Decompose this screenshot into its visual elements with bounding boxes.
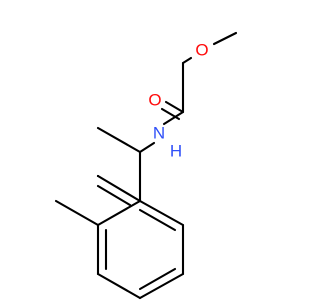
bond-carbonyl-nitrogen (162, 110, 185, 126)
oxygen-ether-label: O (195, 41, 208, 60)
bond-methyl-oxygen (212, 31, 238, 46)
ring-edge-top-right (138, 199, 185, 227)
bond-nitrogen-methine (138, 141, 156, 154)
oxygen-carbonyl-label: O (148, 91, 161, 110)
ring-edge-top-left (96, 199, 142, 227)
bond-ring-methyl (54, 199, 100, 227)
nitrogen-label: N (153, 124, 165, 143)
ring-bond-1 (96, 174, 142, 203)
bond-carbonyl-double-1 (164, 100, 185, 114)
bond-carbonyl-double-2 (160, 107, 181, 121)
nitrogen-hydrogen-label: H (170, 142, 182, 161)
structure-canvas: O O N H (54, 31, 238, 300)
bond-methine-methyl (96, 126, 142, 154)
bond-oxygen-methylene (181, 56, 193, 65)
ring-edge-bottom-right-inner (138, 267, 177, 291)
ring-edge-bottom-right (138, 272, 185, 300)
molecule-structure: O O N H (54, 31, 238, 300)
ring-bond-1-inner (96, 184, 132, 207)
ring-edge-top-right-inner (138, 208, 177, 232)
ring-edge-bottom-left (96, 272, 142, 300)
